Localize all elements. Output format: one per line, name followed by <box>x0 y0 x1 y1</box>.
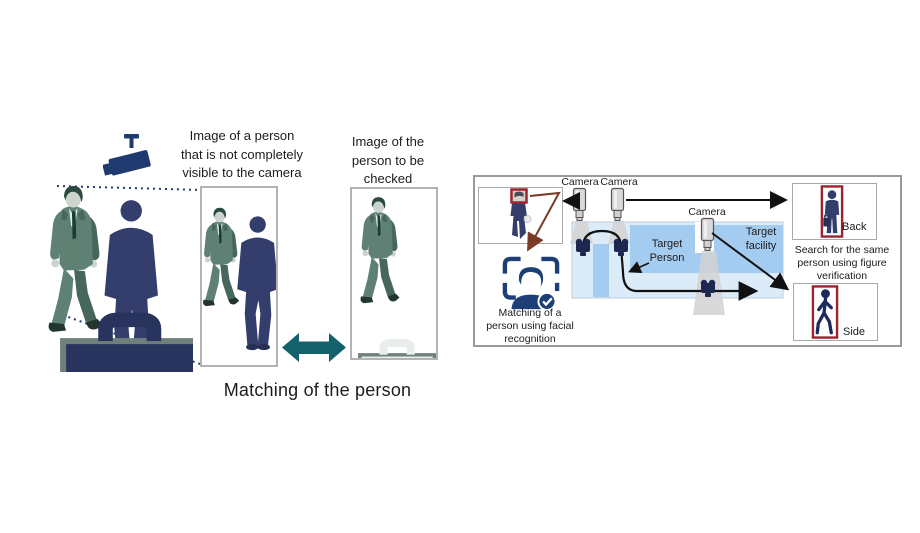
back-view-frame: Back <box>792 183 877 240</box>
face-detection-box <box>510 188 528 204</box>
camera-image-frame <box>200 186 278 367</box>
label-back: Back <box>842 221 867 233</box>
camera-label-3: Camera <box>688 206 726 218</box>
checked-person-illustration <box>358 197 436 358</box>
detected-person-frame <box>478 187 563 244</box>
check-circle-icon <box>537 291 557 311</box>
side-view-frame: Side <box>793 283 878 341</box>
label-target-facility: Target facility <box>745 226 777 252</box>
camera-label-1: Camera <box>561 176 599 188</box>
label-figure-verification: Search for the same person using figure … <box>794 244 890 282</box>
occluded-pair-illustration <box>203 207 276 351</box>
label-occluded-image: Image of a person that is not completely… <box>180 128 304 180</box>
label-checked-image: Image of the person to be checked <box>351 134 425 186</box>
cctv-camera-icon <box>103 134 151 176</box>
label-facial-matching: Matching of a person using facial recogn… <box>486 307 574 345</box>
scene-people-illustration <box>48 185 193 372</box>
back-view-illustration <box>820 184 844 238</box>
facial-recognition-icon <box>502 256 560 311</box>
side-view-illustration <box>811 285 839 339</box>
label-matching-person: Matching of the person <box>223 380 412 400</box>
match-arrow-icon <box>282 333 346 362</box>
camera-label-2: Camera <box>600 176 638 188</box>
checked-image-frame <box>350 187 438 360</box>
label-target-person: Target Person <box>649 238 685 264</box>
detected-person-illustration <box>510 188 532 239</box>
label-side: Side <box>843 326 866 338</box>
